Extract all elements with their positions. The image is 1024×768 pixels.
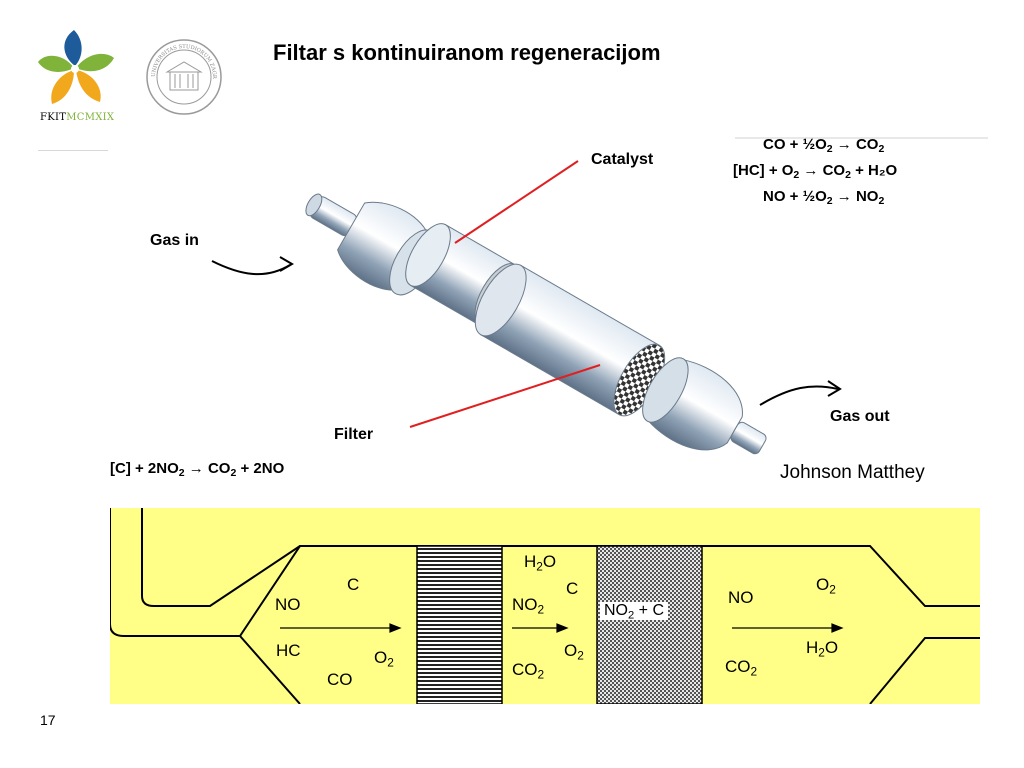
catalyst-label: Catalyst xyxy=(591,151,654,168)
reaction-2-sub-b: 2 xyxy=(845,169,851,182)
middle-co2-label: CO2 xyxy=(512,660,545,682)
filter-reaction-c: + 2NO xyxy=(236,460,285,477)
inlet-o2-base: O xyxy=(374,648,388,667)
image-credit: Johnson Matthey xyxy=(780,462,925,483)
filter-reaction-b: → CO xyxy=(184,460,231,477)
filter-reaction-sub-b: 2 xyxy=(230,467,237,480)
reaction-2-tail: + H₂O xyxy=(850,162,898,179)
outlet-o2-base: O xyxy=(816,575,830,594)
filter-box-b: + C xyxy=(634,602,665,619)
filter-reaction-box: NO2 + C xyxy=(600,602,669,622)
crt-filter-illustration xyxy=(211,137,988,480)
inlet-no-label: NO xyxy=(275,595,301,614)
gas-out-label: Gas out xyxy=(830,408,890,425)
seal-text: UNIVERSITAS STUDIORUM ZAGRABIENSIS MDCLX… xyxy=(145,38,217,80)
filter-reaction: [C] + 2NO2 → CO2 + 2NO xyxy=(110,460,285,480)
reaction-1-sub-b: 2 xyxy=(878,143,885,156)
middle-h2o-b: O xyxy=(542,552,557,571)
catalyst-reaction-1: CO + ½O2 → CO2 xyxy=(763,136,885,156)
outlet-no-label: NO xyxy=(728,588,754,607)
reaction-2-b: → CO xyxy=(799,162,846,179)
outlet-h2o-b: O xyxy=(824,638,839,657)
reaction-3-sub-a: 2 xyxy=(826,195,833,208)
catalyst-reaction-2: [HC] + O2 → CO2 + H₂O xyxy=(733,162,898,182)
middle-o2-label: O2 xyxy=(564,641,584,663)
inlet-c-label: C xyxy=(347,575,360,594)
middle-c-label: C xyxy=(566,579,579,598)
filter-box-a: NO xyxy=(604,602,628,619)
inlet-o2-sub: 2 xyxy=(387,655,394,670)
middle-h2o-a: H xyxy=(524,552,537,571)
reaction-3-a: NO + ½O xyxy=(763,188,827,205)
middle-o2-sub: 2 xyxy=(577,648,584,663)
logo-text: FKITMCMXIX xyxy=(40,112,114,123)
middle-no2-base: NO xyxy=(512,595,538,614)
outlet-o2-label: O2 xyxy=(816,575,836,597)
slide-title: Filtar s kontinuiranom regeneracijom xyxy=(273,40,661,65)
catalyst-block xyxy=(416,545,503,704)
outlet-h2o-sub: 2 xyxy=(818,645,825,660)
logo-divider xyxy=(38,150,108,151)
middle-o2-base: O xyxy=(564,641,578,660)
outlet-o2-sub: 2 xyxy=(829,582,836,597)
outlet-h2o-label: H2O xyxy=(806,638,839,660)
university-seal-icon: UNIVERSITAS STUDIORUM ZAGRABIENSIS MDCLX… xyxy=(145,38,222,115)
fkit-logo-icon xyxy=(38,30,114,104)
reaction-1-a: CO + ½O xyxy=(763,136,827,153)
filter-reaction-sub-a: 2 xyxy=(178,467,185,480)
filter-box-sub: 2 xyxy=(628,609,635,622)
filter-label: Filter xyxy=(334,426,374,443)
logo-text-roman: MCMXIX xyxy=(66,112,115,123)
inlet-o2-label: O2 xyxy=(374,648,394,670)
middle-co2-base: CO xyxy=(512,660,538,679)
outlet-co2-label: CO2 xyxy=(725,657,758,679)
middle-h2o-label: H2O xyxy=(524,552,557,574)
slide-number: 17 xyxy=(40,712,56,728)
reaction-1-sub-a: 2 xyxy=(826,143,833,156)
schematic-background xyxy=(110,508,980,704)
reaction-1-b: → CO xyxy=(832,136,879,153)
middle-h2o-sub: 2 xyxy=(536,559,543,574)
svg-text:UNIVERSITAS STUDIORUM ZAGRABIE: UNIVERSITAS STUDIORUM ZAGRABIENSIS MDCLX… xyxy=(145,38,217,80)
outlet-h2o-a: H xyxy=(806,638,819,657)
process-schematic xyxy=(110,508,980,704)
catalyst-reaction-3: NO + ½O2 → NO2 xyxy=(763,188,885,208)
gas-in-label: Gas in xyxy=(150,232,199,249)
filter-block xyxy=(596,545,703,704)
inlet-hc-label: HC xyxy=(276,641,301,660)
middle-no2-label: NO2 xyxy=(512,595,545,617)
reaction-2-sub-a: 2 xyxy=(793,169,800,182)
reaction-3-b: → NO xyxy=(832,188,879,205)
reaction-2-a: [HC] + O xyxy=(733,162,794,179)
outlet-co2-base: CO xyxy=(725,657,751,676)
middle-co2-sub: 2 xyxy=(537,667,545,682)
middle-no2-sub: 2 xyxy=(537,602,545,617)
logo-text-main: FKIT xyxy=(40,112,67,123)
inlet-co-label: CO xyxy=(327,670,353,689)
reaction-3-sub-b: 2 xyxy=(878,195,885,208)
filter-reaction-a: [C] + 2NO xyxy=(110,460,179,477)
outlet-co2-sub: 2 xyxy=(750,664,758,679)
